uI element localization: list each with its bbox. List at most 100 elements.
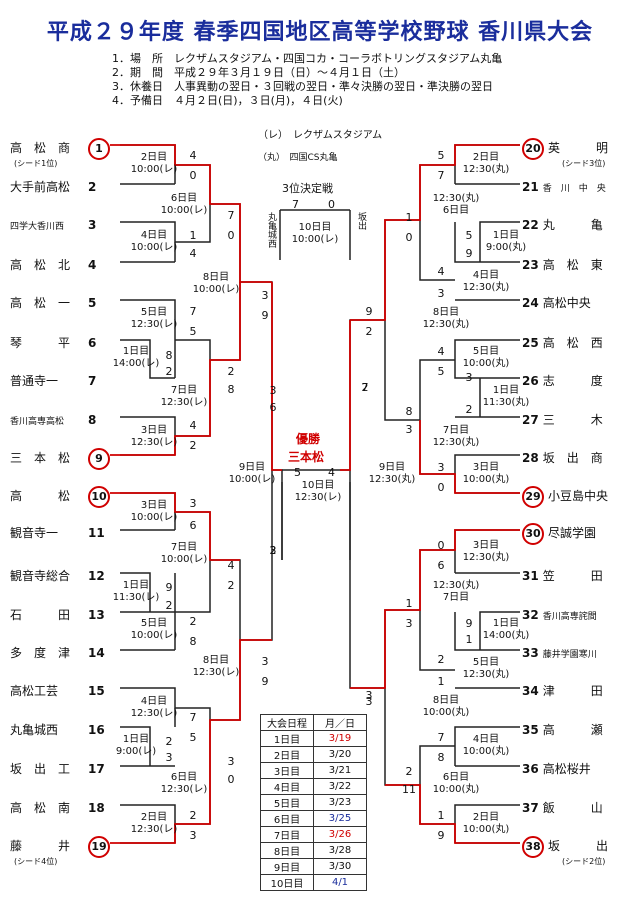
score: 4 <box>189 419 197 432</box>
team-number: 22 <box>522 218 539 232</box>
score: 2 <box>227 579 235 592</box>
score: 1 <box>405 211 413 224</box>
score: 5 <box>465 229 473 242</box>
score: 9 <box>261 309 269 322</box>
score: 3 <box>405 423 413 436</box>
seed-note-3: (シード3位) <box>562 159 606 168</box>
legend-re: （レ） レクザムスタジアム <box>258 130 383 141</box>
score: 3 <box>189 497 197 510</box>
team-name: 高 松 <box>10 489 71 503</box>
team-name: 坂 出 <box>548 839 609 853</box>
team-number: 6 <box>88 336 97 350</box>
team-number: 32 <box>522 608 539 622</box>
score: 2 <box>465 403 473 416</box>
team-name: 大手前高松 <box>10 180 71 194</box>
team-left-2: 大手前高松 2 <box>10 176 96 195</box>
schedule-header-date: 月／日 <box>313 714 367 731</box>
third-place-left-score: 7 <box>292 198 299 211</box>
team-name: 多 度 津 <box>10 646 71 660</box>
team-name: 津 田 <box>542 684 603 698</box>
team-number: 2 <box>88 180 97 194</box>
team-number: 27 <box>522 413 539 427</box>
info-row-reserve: 4．予備日 ４月２日(日)，３日(月)，４日(火) <box>112 94 343 107</box>
match-time: 12:30(丸)7日目 <box>432 580 480 603</box>
schedule-day: 8日目 <box>260 842 314 859</box>
team-name: 高 松 南 <box>10 801 71 815</box>
score: 7 <box>227 209 235 222</box>
score: 6 <box>437 559 445 572</box>
score: 2 <box>269 544 277 557</box>
score: 8 <box>227 383 235 396</box>
score: 2 <box>165 735 173 748</box>
team-name: 高松中央 <box>542 296 591 310</box>
schedule-header-day: 大会日程 <box>260 714 314 731</box>
schedule-date: 4/1 <box>313 874 367 891</box>
team-name: 観音寺一 <box>10 526 59 540</box>
score: 5 <box>189 325 197 338</box>
team-name: 高 瀬 <box>542 723 603 737</box>
score: 5 <box>437 149 445 162</box>
info-row-rest: 3．休養日 人事異動の翌日・３回戦の翌日・準々決勝の翌日・準決勝の翌日 <box>112 80 493 93</box>
team-name: 丸亀城西 <box>10 723 59 737</box>
team-name: 高 松 商 <box>10 141 71 155</box>
score: 5 <box>189 731 197 744</box>
score: 0 <box>405 231 413 244</box>
third-place-right-score: 0 <box>328 198 335 211</box>
score: 3 <box>165 751 173 764</box>
seed-note-2: (シード2位) <box>562 857 606 866</box>
score: 9 <box>465 247 473 260</box>
team-number: 10 <box>88 486 110 508</box>
team-number: 15 <box>88 684 105 698</box>
schedule-day: 3日目 <box>260 762 314 779</box>
team-name: 観音寺総合 <box>10 569 71 583</box>
team-number: 20 <box>522 138 544 160</box>
score: 2 <box>405 765 413 778</box>
score: 1 <box>437 675 445 688</box>
score: 8 <box>165 349 173 362</box>
team-name: 笠 田 <box>542 569 603 583</box>
team-number: 33 <box>522 646 539 660</box>
seed-note-4: (シード4位) <box>14 857 58 866</box>
score: 8 <box>189 635 197 648</box>
team-name: 石 田 <box>10 608 71 622</box>
info-row-period: 2．期 間 平成２９年３月１９日（日）～４月１日（土） <box>112 66 405 79</box>
third-place-label: 3位決定戦 <box>282 182 333 195</box>
